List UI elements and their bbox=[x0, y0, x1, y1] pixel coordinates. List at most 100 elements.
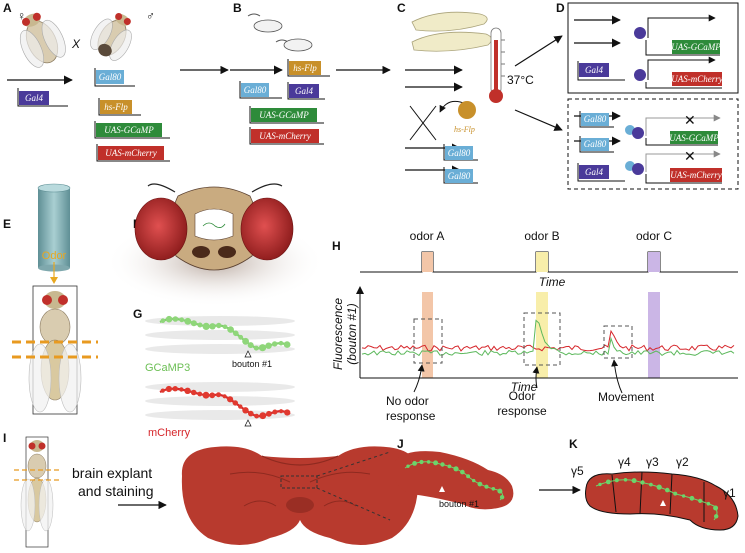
bouton-dot bbox=[172, 386, 178, 392]
gene-mcherry: UAS-mCherry bbox=[671, 74, 723, 84]
panel-k: K γ5 γ4 γ3 γ2 γ1 bbox=[569, 437, 739, 531]
gene-gal4: Gal4 bbox=[295, 86, 314, 96]
bouton-dot bbox=[419, 459, 424, 465]
bouton-dot bbox=[190, 320, 197, 327]
egg-icon bbox=[247, 13, 313, 52]
bouton-dot bbox=[222, 324, 228, 330]
arrow-c-to-d-bottom bbox=[514, 109, 563, 131]
bouton-dot bbox=[265, 342, 272, 349]
panel-h: H odor A odor B odor C Time Fluorescence… bbox=[331, 229, 738, 423]
stimulus-label-b: odor B bbox=[524, 229, 559, 243]
bouton-dot bbox=[165, 315, 173, 323]
bouton-dot bbox=[259, 344, 267, 352]
panel-g: G GCaMP3 bouton #1 mCherry bbox=[133, 307, 295, 439]
gene-gcamp: UAS-GCaMP bbox=[259, 110, 309, 120]
bouton-dot bbox=[499, 495, 505, 500]
fly-topview-icon bbox=[28, 291, 82, 413]
odor-label: Odor bbox=[42, 250, 67, 262]
bouton-dot bbox=[477, 481, 483, 487]
thermometer-icon bbox=[489, 27, 505, 103]
bouton-dot bbox=[179, 387, 184, 392]
gene-hsflp: hs-Flp bbox=[293, 63, 317, 73]
bouton-dot bbox=[406, 464, 410, 468]
bouton-dot bbox=[283, 341, 291, 348]
stimulus-label-c: odor C bbox=[636, 229, 672, 243]
bouton-dot bbox=[233, 330, 239, 337]
panel-f: F bbox=[105, 183, 325, 307]
gene-mcherry: UAS-mCherry bbox=[670, 170, 722, 180]
gcamp-boutons bbox=[160, 315, 291, 352]
panel-a: A ♀ ♂ X Gal4 Gal80 bbox=[3, 1, 170, 162]
time-label-top: Time bbox=[539, 275, 566, 289]
gene-gal80: Gal80 bbox=[99, 72, 122, 82]
gene-hsflp: hs-Flp bbox=[104, 102, 128, 112]
mcherry-label: mCherry bbox=[148, 427, 191, 439]
panel-label-b: B bbox=[233, 1, 242, 15]
block-x-icon: ✕ bbox=[684, 112, 696, 128]
bouton-dot bbox=[440, 462, 445, 467]
bouton-dot bbox=[242, 337, 250, 345]
bouton-label: bouton #1 bbox=[439, 499, 479, 509]
bouton-dot bbox=[614, 478, 619, 483]
gene-gal80: Gal80 bbox=[448, 171, 471, 181]
gene-gcamp: UAS-GCaMP bbox=[671, 42, 721, 52]
bouton-dot bbox=[272, 341, 278, 347]
bouton-dot bbox=[227, 396, 234, 403]
bouton-dot bbox=[433, 460, 439, 466]
gcamp-boutons bbox=[406, 459, 505, 500]
panel-label-e: E bbox=[3, 217, 11, 231]
bouton-dot bbox=[248, 410, 254, 417]
zoom-box bbox=[280, 475, 318, 489]
bouton-dot bbox=[279, 409, 284, 414]
annotation-box-odor-response bbox=[523, 312, 561, 366]
bouton-dot bbox=[238, 404, 243, 409]
bouton-dot bbox=[253, 345, 259, 351]
temperature-label: 37°C bbox=[507, 73, 534, 87]
bouton-dot bbox=[179, 317, 185, 323]
bouton-dot bbox=[216, 392, 221, 398]
panel-label-a: A bbox=[3, 1, 12, 15]
explant-text-line1: brain explant bbox=[72, 465, 152, 481]
male-symbol: ♂ bbox=[146, 9, 155, 23]
mushroom-body-lobe bbox=[585, 471, 739, 531]
hsflp-label: hs-Flp bbox=[454, 125, 475, 134]
panel-label-j: J bbox=[397, 437, 404, 451]
panel-label-d: D bbox=[556, 1, 565, 15]
bouton-dot bbox=[656, 484, 662, 490]
bouton-dot bbox=[184, 387, 191, 394]
gene-gal80: Gal80 bbox=[448, 148, 471, 158]
bouton-dot bbox=[278, 340, 284, 346]
gcamp-boutons bbox=[598, 478, 719, 519]
y-axis-label: Fluorescence bbox=[331, 298, 345, 370]
bouton-dot bbox=[216, 322, 222, 329]
gene-gcamp: UAS-GCaMP bbox=[669, 133, 719, 143]
bouton-dot bbox=[649, 482, 653, 487]
y-axis-label-sub: (bouton #1) bbox=[345, 303, 359, 364]
gene-gal4: Gal4 bbox=[585, 65, 604, 75]
panel-i: I brain explant and staining bbox=[3, 431, 419, 548]
annotation-1-line2: response bbox=[386, 409, 436, 423]
gamma1-label: γ1 bbox=[723, 486, 736, 500]
bouton-dot bbox=[232, 400, 238, 406]
bouton-dot bbox=[681, 494, 686, 498]
mcherry-boutons bbox=[160, 385, 291, 420]
annotation-box-no-response bbox=[413, 318, 443, 364]
bouton-dot bbox=[631, 478, 637, 484]
annotation-2-line1: Odor bbox=[509, 389, 536, 403]
panel-label-k: K bbox=[569, 437, 578, 451]
bouton-dot bbox=[259, 412, 267, 420]
bouton-dot bbox=[598, 482, 602, 487]
bouton-dot bbox=[491, 487, 496, 491]
bouton-dot bbox=[453, 466, 459, 472]
explant-text-line2: and staining bbox=[78, 483, 154, 499]
bouton-dot bbox=[172, 316, 179, 322]
gamma2-label: γ2 bbox=[676, 455, 689, 469]
bouton-dot bbox=[209, 323, 216, 330]
dashed-box bbox=[567, 98, 739, 190]
bouton-dot bbox=[484, 484, 489, 489]
stimulus-trace bbox=[360, 251, 738, 273]
gene-gcamp: UAS-GCaMP bbox=[104, 125, 154, 135]
gamma5-label: γ5 bbox=[571, 464, 584, 478]
bouton-dot bbox=[447, 464, 452, 469]
gene-gal4: Gal4 bbox=[585, 167, 604, 177]
